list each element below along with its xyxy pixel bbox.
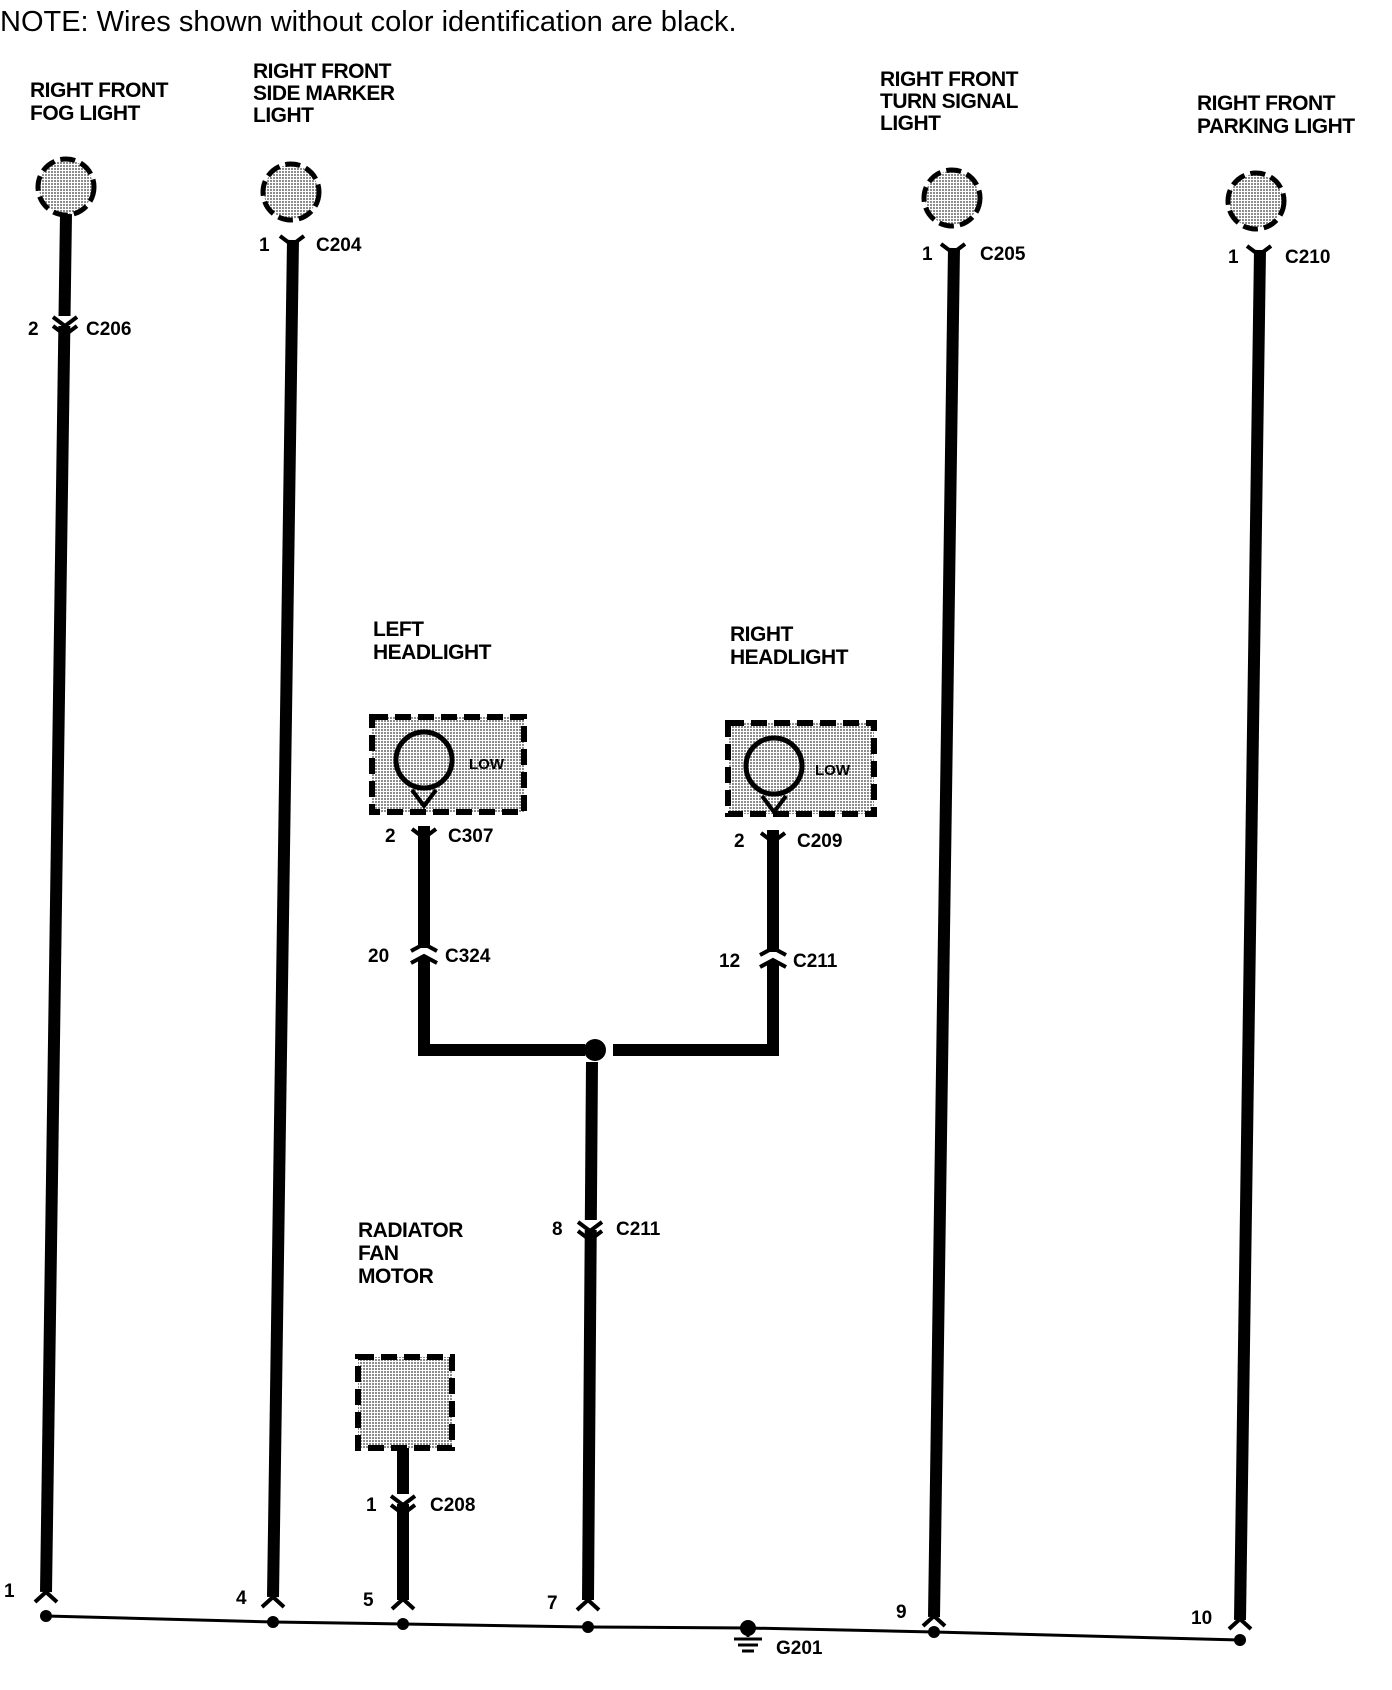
svg-text:PARKING LIGHT: PARKING LIGHT bbox=[1197, 115, 1355, 138]
low-label: LOW bbox=[815, 762, 851, 779]
ground-pin-labels: 1 4 5 7 9 10 bbox=[4, 1581, 1212, 1629]
svg-text:2: 2 bbox=[734, 831, 745, 852]
svg-text:1: 1 bbox=[4, 1581, 15, 1602]
fog-light-bulb-icon bbox=[35, 156, 97, 218]
parking-light-label: RIGHT FRONT PARKING LIGHT bbox=[1197, 92, 1356, 138]
right-headlight-label: RIGHT HEADLIGHT bbox=[730, 623, 849, 669]
side-marker-wire bbox=[267, 239, 299, 1598]
svg-text:LIGHT: LIGHT bbox=[253, 104, 314, 127]
radiator-fan-motor-icon bbox=[355, 1354, 455, 1451]
connector-c324: 20 C324 bbox=[368, 946, 491, 967]
side-marker-bulb-icon bbox=[260, 161, 322, 223]
connector-c210: 1 C210 bbox=[1228, 247, 1330, 268]
svg-text:8: 8 bbox=[552, 1219, 563, 1240]
svg-text:C204: C204 bbox=[316, 235, 362, 256]
svg-text:RIGHT FRONT: RIGHT FRONT bbox=[1197, 92, 1336, 115]
connector-c307: 2 C307 bbox=[385, 826, 493, 847]
svg-text:LIGHT: LIGHT bbox=[880, 112, 941, 135]
ground-bus bbox=[40, 1610, 1246, 1653]
fog-light-wire bbox=[40, 213, 72, 1593]
svg-text:1: 1 bbox=[922, 244, 933, 265]
note-text: NOTE: Wires shown without color identifi… bbox=[0, 6, 737, 38]
svg-text:RIGHT: RIGHT bbox=[730, 623, 794, 646]
svg-text:C206: C206 bbox=[86, 319, 131, 340]
svg-text:RIGHT FRONT: RIGHT FRONT bbox=[30, 79, 169, 102]
svg-text:C209: C209 bbox=[797, 831, 842, 852]
svg-text:RADIATOR: RADIATOR bbox=[358, 1219, 463, 1242]
svg-text:MOTOR: MOTOR bbox=[358, 1265, 434, 1288]
svg-text:C211: C211 bbox=[793, 951, 838, 972]
turn-signal-label: RIGHT FRONT TURN SIGNAL LIGHT bbox=[880, 68, 1019, 135]
connector-c206: 2 C206 bbox=[28, 319, 131, 340]
svg-text:HEADLIGHT: HEADLIGHT bbox=[373, 641, 492, 664]
connector-symbols bbox=[33, 234, 1273, 1631]
svg-text:TURN SIGNAL: TURN SIGNAL bbox=[880, 90, 1019, 113]
splice-dot bbox=[584, 1039, 606, 1061]
svg-text:C208: C208 bbox=[430, 1495, 475, 1516]
connector-c205: 1 C205 bbox=[922, 244, 1026, 265]
svg-text:1: 1 bbox=[366, 1495, 377, 1516]
left-headlight-wire bbox=[418, 826, 585, 1056]
side-marker-label: RIGHT FRONT SIDE MARKER LIGHT bbox=[253, 60, 395, 127]
wires bbox=[40, 213, 1266, 1621]
svg-text:FAN: FAN bbox=[358, 1242, 399, 1265]
parking-light-wire bbox=[1234, 249, 1266, 1621]
svg-text:C205: C205 bbox=[980, 244, 1026, 265]
parking-light-bulb-icon bbox=[1225, 170, 1287, 232]
svg-text:2: 2 bbox=[28, 319, 39, 340]
svg-text:2: 2 bbox=[385, 826, 396, 847]
svg-text:RIGHT FRONT: RIGHT FRONT bbox=[880, 68, 1019, 91]
svg-text:10: 10 bbox=[1191, 1608, 1212, 1629]
svg-text:1: 1 bbox=[1228, 247, 1239, 268]
svg-text:4: 4 bbox=[236, 1588, 247, 1609]
svg-text:RIGHT FRONT: RIGHT FRONT bbox=[253, 60, 392, 83]
right-headlight-wire bbox=[613, 830, 779, 1056]
connector-c211-center: 8 C211 bbox=[552, 1219, 661, 1240]
radiator-fan-label: RADIATOR FAN MOTOR bbox=[358, 1219, 464, 1288]
svg-text:9: 9 bbox=[896, 1602, 907, 1623]
svg-text:12: 12 bbox=[719, 951, 740, 972]
svg-text:7: 7 bbox=[547, 1593, 558, 1614]
svg-text:C210: C210 bbox=[1285, 247, 1330, 268]
svg-text:C211: C211 bbox=[616, 1219, 661, 1240]
connector-c211-right: 12 C211 bbox=[719, 951, 838, 972]
svg-text:LEFT: LEFT bbox=[373, 618, 424, 641]
fog-light-label: RIGHT FRONT FOG LIGHT bbox=[30, 79, 169, 125]
turn-signal-wire bbox=[928, 247, 960, 1618]
connector-c204: 1 C204 bbox=[259, 235, 362, 256]
connector-c208: 1 C208 bbox=[366, 1495, 475, 1516]
svg-text:20: 20 bbox=[368, 946, 389, 967]
right-headlight-icon: LOW bbox=[725, 720, 877, 817]
left-headlight-label: LEFT HEADLIGHT bbox=[373, 618, 492, 664]
svg-text:HEADLIGHT: HEADLIGHT bbox=[730, 646, 849, 669]
svg-text:C307: C307 bbox=[448, 826, 493, 847]
ground-label: G201 bbox=[776, 1638, 823, 1659]
connector-c209: 2 C209 bbox=[734, 831, 842, 852]
turn-signal-bulb-icon bbox=[921, 167, 983, 229]
low-label: LOW bbox=[469, 756, 505, 773]
svg-text:FOG LIGHT: FOG LIGHT bbox=[30, 102, 140, 125]
svg-text:1: 1 bbox=[259, 235, 270, 256]
left-headlight-icon: LOW bbox=[369, 714, 527, 815]
svg-text:SIDE MARKER: SIDE MARKER bbox=[253, 82, 395, 105]
ground-symbol-icon bbox=[734, 1637, 762, 1653]
svg-text:C324: C324 bbox=[445, 946, 491, 967]
center-ground-wire bbox=[582, 1061, 598, 1601]
svg-text:5: 5 bbox=[363, 1590, 374, 1611]
